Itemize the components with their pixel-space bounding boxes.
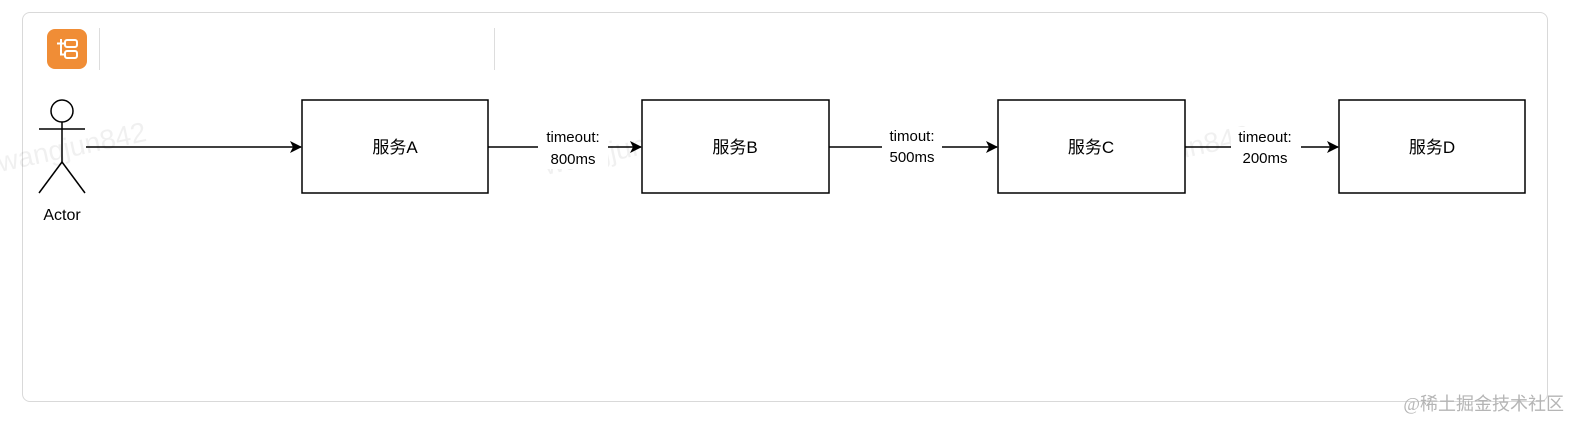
service-label-b: 服务B <box>712 138 757 157</box>
edge-label-c-d-line2: 200ms <box>1242 150 1287 167</box>
service-box-c[interactable] <box>997 99 1186 194</box>
edge-label-bg <box>1231 127 1301 169</box>
flowchart-icon-glyph <box>57 39 78 59</box>
service-label-a: 服务A <box>372 138 418 157</box>
toolbar-divider <box>494 28 495 70</box>
edge-label-b-c-line1: timout: <box>889 128 934 145</box>
actor-label: Actor <box>43 207 81 224</box>
actor-head <box>50 99 74 123</box>
toolbar-divider <box>99 28 100 70</box>
service-label-c: 服务C <box>1068 138 1114 157</box>
edge-label-bg <box>882 127 942 169</box>
actor-right-leg <box>61 161 86 194</box>
service-box-d[interactable] <box>1338 99 1526 194</box>
service-label-d: 服务D <box>1409 138 1455 157</box>
edge-label-c-d-line1: timeout: <box>1238 129 1291 146</box>
flowchart-icon[interactable] <box>47 29 87 69</box>
actor-left-leg <box>38 161 63 194</box>
service-box-a[interactable] <box>301 99 489 194</box>
canvas-frame <box>22 12 1548 402</box>
brand-watermark: @稀土掘金技术社区 <box>1403 394 1564 414</box>
edge-label-a-b-line2: 800ms <box>550 151 595 168</box>
edge-label-a-b-line1: timeout: <box>546 129 599 146</box>
edge-label-bg <box>538 127 608 169</box>
actor-figure[interactable] <box>38 99 86 194</box>
service-box-b[interactable] <box>641 99 830 194</box>
edge-label-b-c-line2: 500ms <box>889 149 934 166</box>
